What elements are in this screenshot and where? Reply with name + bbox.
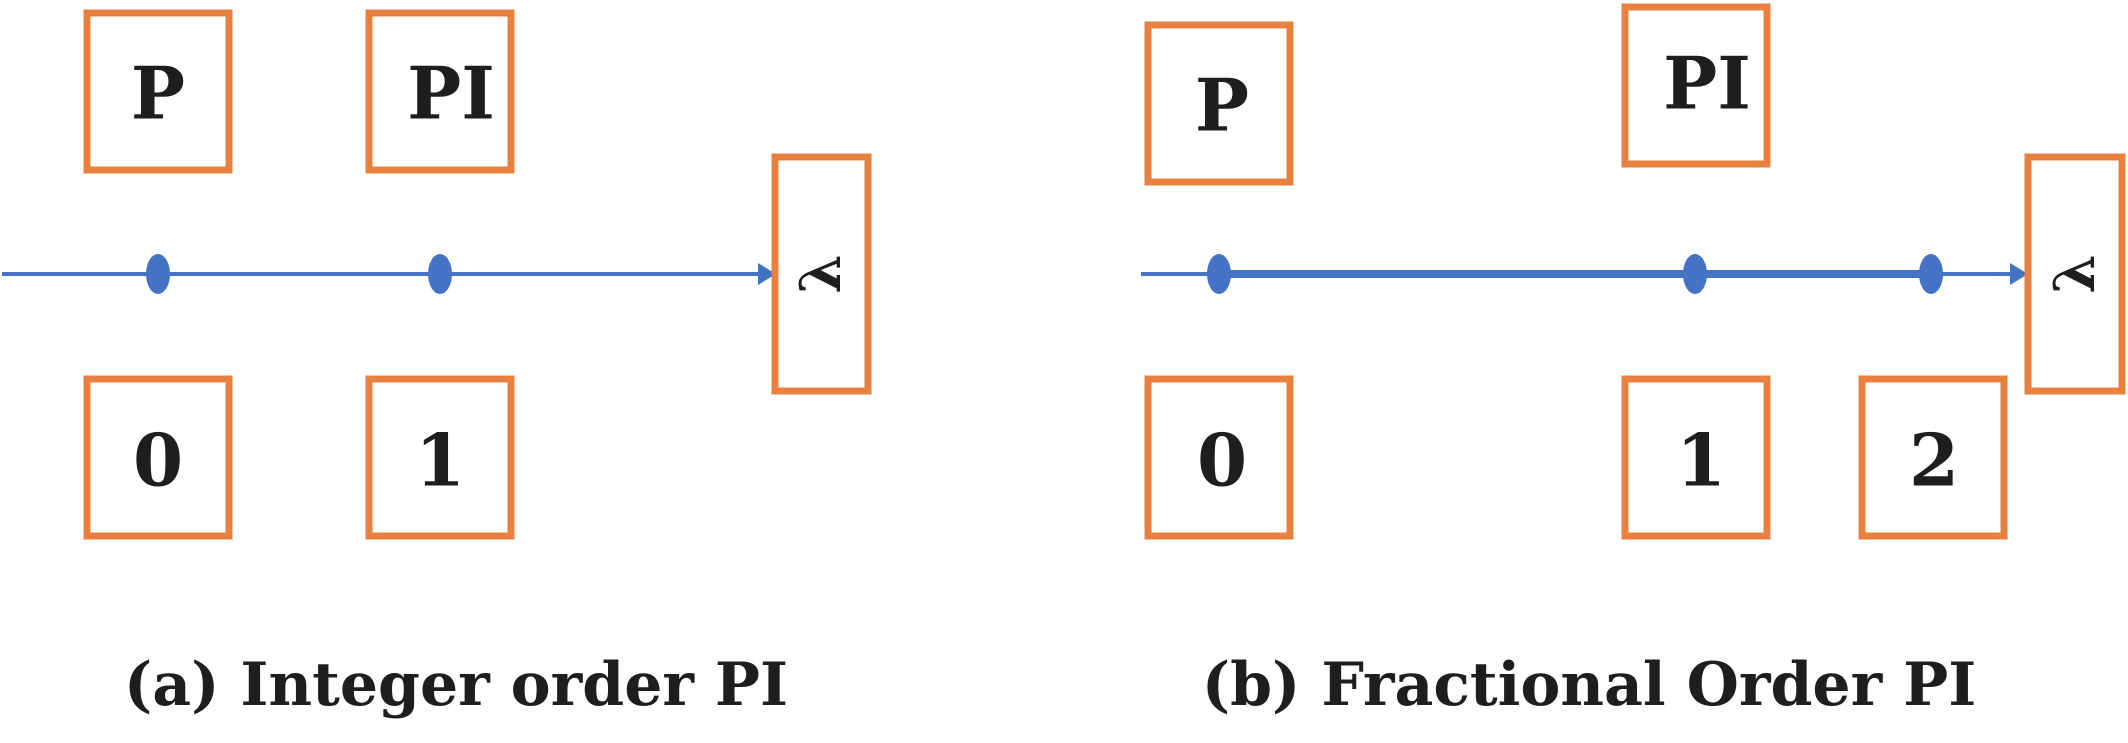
panel-b-caption: (b) Fractional Order PI: [1202, 650, 1977, 720]
box-label-pi: PI: [407, 51, 495, 136]
box-border: [1621, 3, 1771, 168]
lambda-label: λ: [788, 254, 854, 293]
panel-b: P PI λ 0 1 2 (b): [1141, 3, 2126, 720]
box-label-0: 0: [133, 418, 183, 503]
panel-a-axis-arrowhead: [758, 263, 776, 285]
panel-a-box-0: 0: [83, 375, 233, 540]
box-label-0: 0: [1197, 418, 1247, 503]
box-border: [83, 375, 233, 540]
panel-b-point-1: [1683, 254, 1707, 294]
panel-b-lambda-box: λ: [2024, 153, 2126, 395]
panel-a-box-p: P: [83, 9, 233, 174]
box-border: [365, 375, 515, 540]
panel-b-box-1: 1: [1621, 375, 1771, 540]
box-border: [1858, 375, 2008, 540]
panel-b-box-pi: PI: [1621, 3, 1771, 168]
panel-b-axis-arrowhead: [2010, 263, 2028, 285]
panel-a: P PI λ 0 1 (a) Integer order PI: [2, 9, 872, 720]
box-border: [1621, 375, 1771, 540]
panel-a-point-0: [146, 254, 170, 294]
panel-a-box-pi: PI: [365, 9, 515, 174]
panel-b-box-p: P: [1144, 21, 1294, 186]
panel-a-point-1: [428, 254, 452, 294]
box-label-p: P: [1195, 63, 1249, 148]
panel-a-box-1: 1: [365, 375, 515, 540]
box-label-pi: PI: [1663, 41, 1751, 126]
box-label-2: 2: [1909, 418, 1959, 503]
box-border: [1144, 375, 1294, 540]
box-label-1: 1: [1676, 418, 1726, 503]
panel-b-point-0: [1207, 254, 1231, 294]
panel-b-box-2: 2: [1858, 375, 2008, 540]
lambda-label: λ: [2042, 254, 2108, 293]
box-border: [771, 153, 872, 395]
box-border: [2024, 153, 2126, 395]
box-label-p: P: [131, 51, 185, 136]
panel-b-point-2: [1919, 254, 1943, 294]
box-border: [365, 9, 515, 174]
box-label-1: 1: [415, 418, 465, 503]
box-border: [83, 9, 233, 174]
box-border: [1144, 21, 1294, 186]
panel-a-caption: (a) Integer order PI: [124, 650, 788, 720]
panel-b-box-0: 0: [1144, 375, 1294, 540]
panel-a-lambda-box: λ: [771, 153, 872, 395]
